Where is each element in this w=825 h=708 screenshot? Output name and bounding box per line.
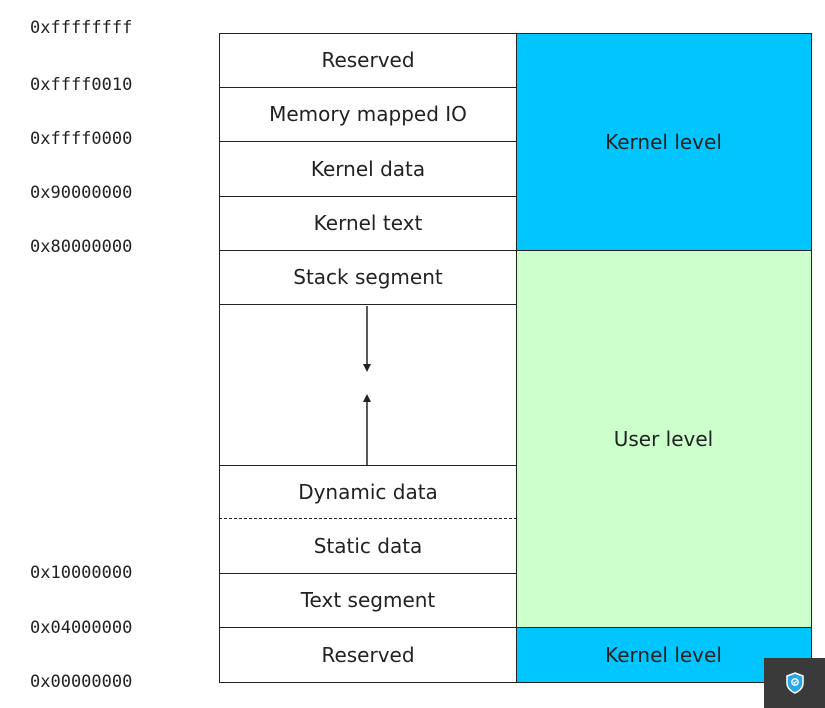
divider	[219, 87, 517, 88]
segment-reserved-top: Reserved	[321, 48, 415, 72]
divider	[219, 573, 517, 574]
user-level: User level	[516, 250, 811, 627]
growth-arrows	[363, 306, 371, 465]
level-divider	[219, 627, 811, 628]
divider	[219, 465, 517, 466]
divider	[219, 141, 517, 142]
kernel-level-label: Kernel level	[605, 129, 722, 154]
address-label: 0xffff0010	[30, 75, 133, 95]
segment-dynamic-data: Dynamic data	[298, 480, 438, 504]
arrow-up-icon	[363, 394, 371, 402]
address-label: 0xffff0000	[30, 129, 133, 149]
address-label: 0x10000000	[30, 563, 133, 583]
shield-icon	[785, 672, 804, 694]
address-label: 0x80000000	[30, 237, 133, 257]
divider	[219, 196, 517, 197]
level-divider	[219, 250, 811, 251]
column-separator	[516, 33, 517, 682]
dashed-divider	[219, 518, 517, 519]
user-level-label: User level	[613, 426, 714, 451]
security-badge[interactable]	[764, 658, 825, 708]
segment-kernel-text: Kernel text	[313, 211, 423, 235]
kernel-level-top: Kernel level	[516, 33, 811, 250]
address-label: 0x90000000	[30, 183, 133, 203]
segment-memory-mapped-io: Memory mapped IO	[269, 102, 467, 126]
segment-stack: Stack segment	[293, 265, 443, 289]
address-label: 0x00000000	[30, 672, 133, 692]
segment-static-data: Static data	[313, 534, 423, 558]
kernel-level-bottom: Kernel level	[516, 627, 811, 682]
kernel-level-label: Kernel level	[605, 642, 722, 667]
arrow-down-icon	[363, 364, 371, 372]
segment-kernel-data: Kernel data	[310, 156, 426, 181]
segment-reserved-bottom: Reserved	[321, 642, 415, 667]
memory-map-border	[219, 33, 812, 683]
address-label: 0xffffffff	[30, 18, 133, 38]
address-label: 0x04000000	[30, 618, 133, 638]
divider	[219, 304, 517, 305]
segment-text: Text segment	[300, 588, 436, 612]
